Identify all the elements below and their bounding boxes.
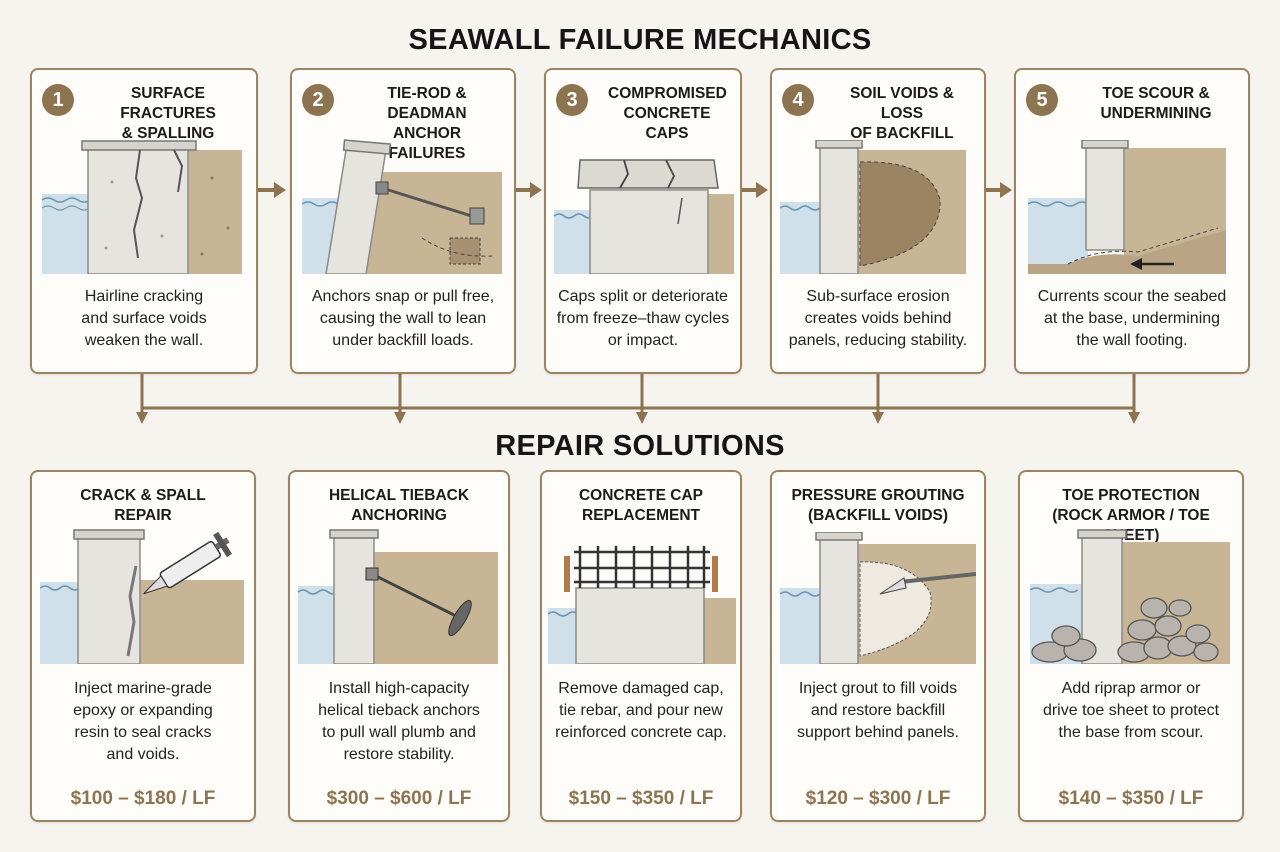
failure-card-2: 2 TIE-ROD & DEADMAN ANCHOR FAILURES Anch… <box>290 68 516 374</box>
helical-tieback-illustration <box>298 529 498 664</box>
arrow-right-icon <box>258 182 286 198</box>
repair-card-4: PRESSURE GROUTING (BACKFILL VOIDS) Injec… <box>770 470 986 822</box>
card-title: SOIL VOIDS & LOSS OF BACKFILL <box>850 85 954 142</box>
repair-card-5: TOE PROTECTION (ROCK ARMOR / TOE SHEET) … <box>1018 470 1244 822</box>
card-description: Add riprap armor or drive toe sheet to p… <box>1042 680 1220 741</box>
cost-label: $300 – $600 / LF <box>326 788 472 809</box>
arrow-right-icon <box>516 182 542 198</box>
cost-label: $120 – $300 / LF <box>805 788 951 809</box>
rebar-cage-icon <box>574 546 710 588</box>
repair-card-1: CRACK & SPALL REPAIR Inject marine-grade… <box>30 470 256 822</box>
toe-protection-illustration <box>1030 529 1230 664</box>
arrow-down-icon <box>636 412 648 424</box>
failure-card-3: 3 COMPROMISED CONCRETE CAPS Caps split o… <box>544 68 742 374</box>
card-description: Install high-capacity helical tieback an… <box>318 680 480 763</box>
card-title: CRACK & SPALL REPAIR <box>80 487 206 524</box>
surface-fractures-illustration <box>42 140 242 274</box>
card-title: TOE SCOUR & UNDERMINING <box>1100 85 1212 122</box>
arrow-down-icon <box>1128 412 1140 424</box>
card-title: TIE-ROD & DEADMAN ANCHOR FAILURES <box>387 85 467 162</box>
failure-card-5: 5 TOE SCOUR & UNDERMINING Currents scour… <box>1014 68 1250 374</box>
card-description: Hairline cracking and surface voids weak… <box>81 288 207 349</box>
repair-card-3: CONCRETE CAP REPLACEMENT Remove damaged … <box>540 470 742 822</box>
card-title: SURFACE FRACTURES & SPALLING <box>120 85 216 142</box>
step-number-badge: 1 <box>42 84 74 116</box>
card-description: Anchors snap or pull free, causing the w… <box>311 288 495 349</box>
card-description: Sub-surface erosion creates voids behind… <box>788 288 968 349</box>
arrow-down-icon <box>872 412 884 424</box>
tie-rod-failure-illustration <box>302 139 502 274</box>
card-title: CONCRETE CAP REPLACEMENT <box>578 487 703 524</box>
cost-label: $140 – $350 / LF <box>1058 788 1204 809</box>
riprap-rocks-icon <box>1031 597 1219 663</box>
card-description: Inject marine-grade epoxy or expanding r… <box>73 680 213 763</box>
card-title: PRESSURE GROUTING (BACKFILL VOIDS) <box>791 487 965 524</box>
card-description: Caps split or deteriorate from freeze–th… <box>556 288 730 349</box>
repair-section-title: REPAIR SOLUTIONS <box>495 430 785 462</box>
arrow-down-icon <box>136 412 148 424</box>
arrow-left-icon <box>1130 258 1174 270</box>
crack-repair-illustration <box>40 529 244 664</box>
repair-card-2: HELICAL TIEBACK ANCHORING Install high-c… <box>288 470 510 822</box>
step-number-badge: 3 <box>556 84 588 116</box>
arrow-right-icon <box>986 182 1012 198</box>
step-number-badge: 5 <box>1026 84 1058 116</box>
card-description: Inject grout to fill voids and restore b… <box>797 680 959 741</box>
grout-nozzle-icon <box>879 572 976 595</box>
cap-replacement-illustration <box>548 546 736 664</box>
arrow-right-icon <box>742 182 768 198</box>
caulk-gun-icon <box>143 531 232 595</box>
cost-label: $100 – $180 / LF <box>70 788 216 809</box>
card-title: COMPROMISED CONCRETE CAPS <box>608 85 727 142</box>
arrow-down-icon <box>394 412 406 424</box>
step-number-badge: 2 <box>302 84 334 116</box>
toe-scour-illustration <box>1028 140 1226 274</box>
cost-label: $150 – $350 / LF <box>568 788 714 809</box>
card-title: HELICAL TIEBACK ANCHORING <box>328 487 470 524</box>
card-description: Remove damaged cap, tie rebar, and pour … <box>555 680 727 741</box>
step-number-badge: 4 <box>782 84 814 116</box>
failure-card-1: 1 SURFACE FRACTURES & SPALLING Hairline … <box>30 68 258 374</box>
card-description: Currents scour the seabed at the base, u… <box>1037 288 1227 349</box>
failure-section-title: SEAWALL FAILURE MECHANICS <box>408 24 872 56</box>
card-title: TOE PROTECTION (ROCK ARMOR / TOE SHEET) <box>1052 487 1210 544</box>
failure-card-4: 4 SOIL VOIDS & LOSS OF BACKFILL Sub-surf… <box>770 68 986 374</box>
compromised-cap-illustration <box>554 159 734 274</box>
soil-voids-illustration <box>780 140 966 274</box>
pressure-grouting-illustration <box>780 532 976 664</box>
